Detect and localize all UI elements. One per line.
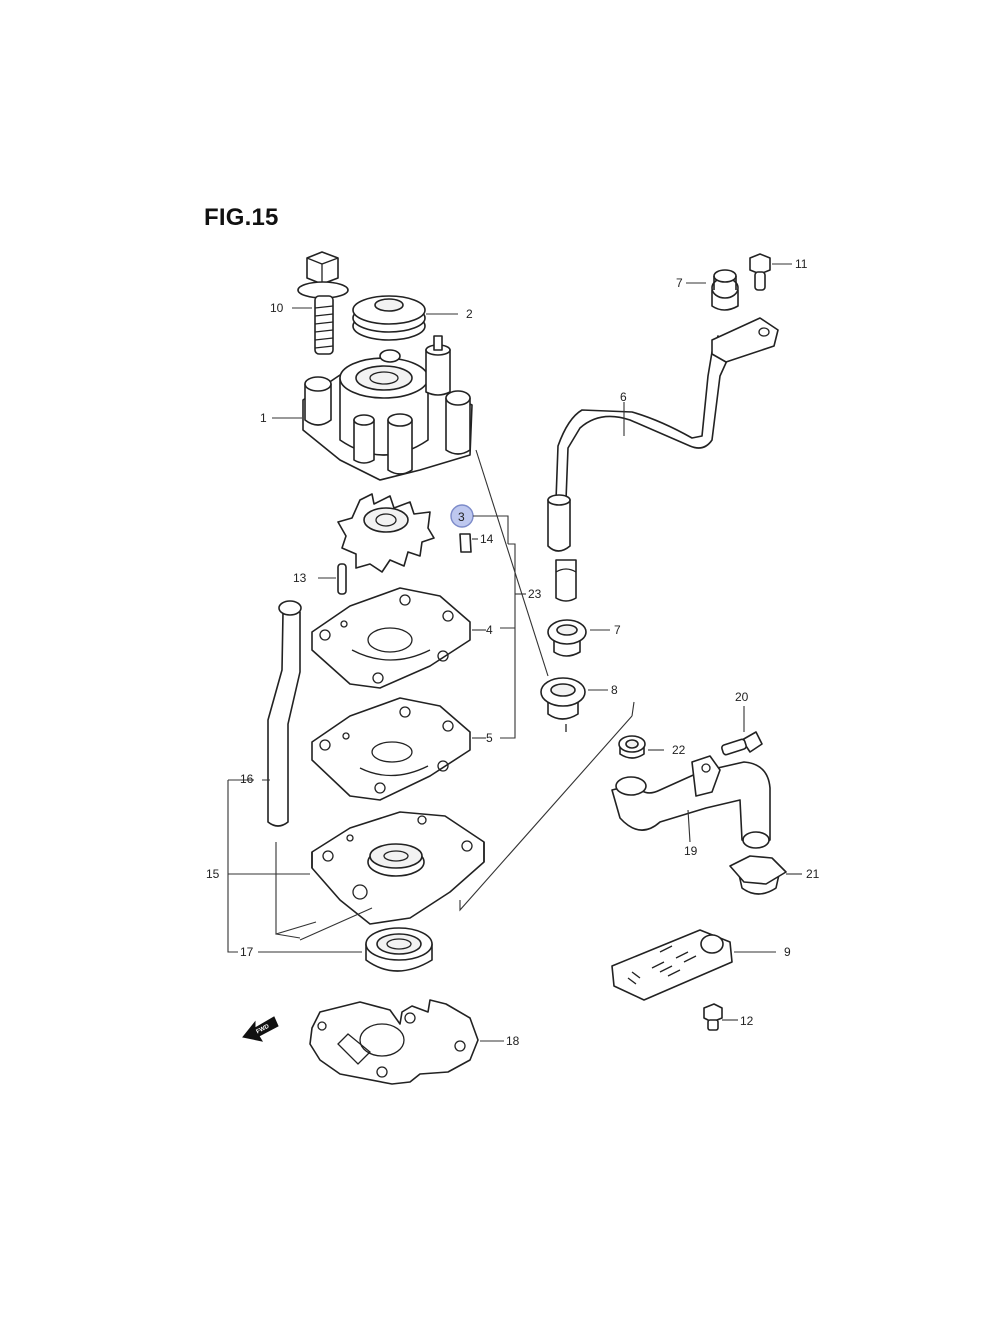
svg-text:3: 3 xyxy=(458,510,465,524)
svg-text:13: 13 xyxy=(293,571,307,585)
svg-text:18: 18 xyxy=(506,1034,520,1048)
part-17-oil-seal[interactable]: 17 xyxy=(240,927,433,972)
svg-text:16: 16 xyxy=(240,772,254,786)
svg-text:9: 9 xyxy=(784,945,791,959)
svg-text:6: 6 xyxy=(620,390,627,404)
svg-text:20: 20 xyxy=(735,690,749,704)
leaders-upper-left: 1 10 2 xyxy=(260,301,473,425)
svg-text:8: 8 xyxy=(611,683,618,697)
part-6-pipe-bracket xyxy=(711,317,779,363)
part-18-lower-gasket[interactable]: 18 xyxy=(309,999,520,1085)
part-11-bolt[interactable]: 11 xyxy=(749,253,808,291)
part-22-grommet[interactable]: 22 xyxy=(618,735,686,759)
part-7-grommet-top[interactable]: 7 xyxy=(676,269,739,311)
part-10-bolt[interactable] xyxy=(297,251,349,355)
part-19-hose[interactable]: 19 xyxy=(611,755,771,858)
part-1-pump-housing[interactable] xyxy=(302,335,473,481)
svg-text:1: 1 xyxy=(260,411,267,425)
svg-text:5: 5 xyxy=(486,731,493,745)
part-20-bolt[interactable]: 20 xyxy=(721,690,763,756)
part-3-impeller[interactable] xyxy=(337,493,435,573)
part-7-grommet-middle[interactable]: 7 xyxy=(547,619,621,657)
svg-text:17: 17 xyxy=(240,945,254,959)
part-6-pipe-end xyxy=(555,559,577,602)
part-5-gasket[interactable]: 5 xyxy=(311,697,493,801)
leader-pipe-to-lower-plate xyxy=(459,701,635,912)
callout-3-highlighted[interactable]: 3 xyxy=(450,504,509,544)
part-4-plate[interactable]: 4 xyxy=(311,587,493,689)
part-6-water-pipe[interactable]: 6 xyxy=(547,335,731,552)
part-13-pin[interactable]: 13 xyxy=(293,563,347,595)
svg-text:22: 22 xyxy=(672,743,686,757)
callout-23-kit-bracket: 23 xyxy=(475,449,549,739)
part-12-screw[interactable]: 12 xyxy=(703,1003,754,1031)
part-15-lower-plate[interactable]: 15 xyxy=(206,811,485,925)
part-9-screen-plate[interactable]: 9 xyxy=(611,929,791,1001)
svg-text:21: 21 xyxy=(806,867,820,881)
part-14-key[interactable]: 14 xyxy=(459,532,494,553)
svg-text:10: 10 xyxy=(270,301,284,315)
svg-text:7: 7 xyxy=(614,623,621,637)
part-2-seal[interactable] xyxy=(352,295,426,341)
figure-title: FIG.15 xyxy=(204,204,279,231)
svg-text:4: 4 xyxy=(486,623,493,637)
svg-text:2: 2 xyxy=(466,307,473,321)
svg-text:7: 7 xyxy=(676,276,683,290)
svg-text:19: 19 xyxy=(684,844,698,858)
part-21-grommet[interactable]: 21 xyxy=(729,855,820,895)
svg-text:15: 15 xyxy=(206,867,220,881)
part-8-grommet[interactable]: 8 xyxy=(540,677,618,732)
svg-text:23: 23 xyxy=(528,587,542,601)
svg-text:12: 12 xyxy=(740,1014,754,1028)
svg-text:11: 11 xyxy=(795,257,808,271)
svg-text:14: 14 xyxy=(480,532,494,546)
forward-direction-arrow: FWD xyxy=(242,1016,279,1042)
group-bracket-15-17 xyxy=(227,780,373,953)
part-16-water-tube[interactable]: 16 xyxy=(228,600,302,827)
